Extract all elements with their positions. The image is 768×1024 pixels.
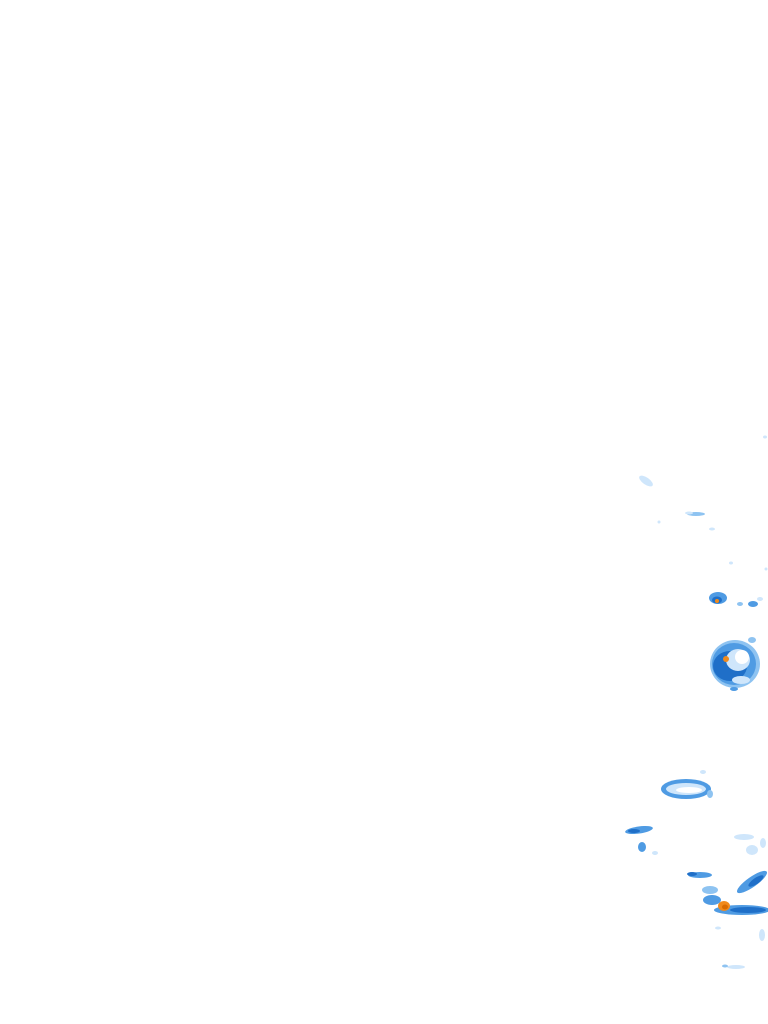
echo-cluster-small-cell xyxy=(709,592,763,607)
echo-cluster-southwest-fragments xyxy=(625,826,766,855)
echo-cluster-ring-cell xyxy=(710,637,760,691)
echo-cluster-south-band xyxy=(687,870,768,969)
echo-cluster-north-scatter xyxy=(639,435,768,571)
echo-cluster-oval-band xyxy=(661,770,713,799)
